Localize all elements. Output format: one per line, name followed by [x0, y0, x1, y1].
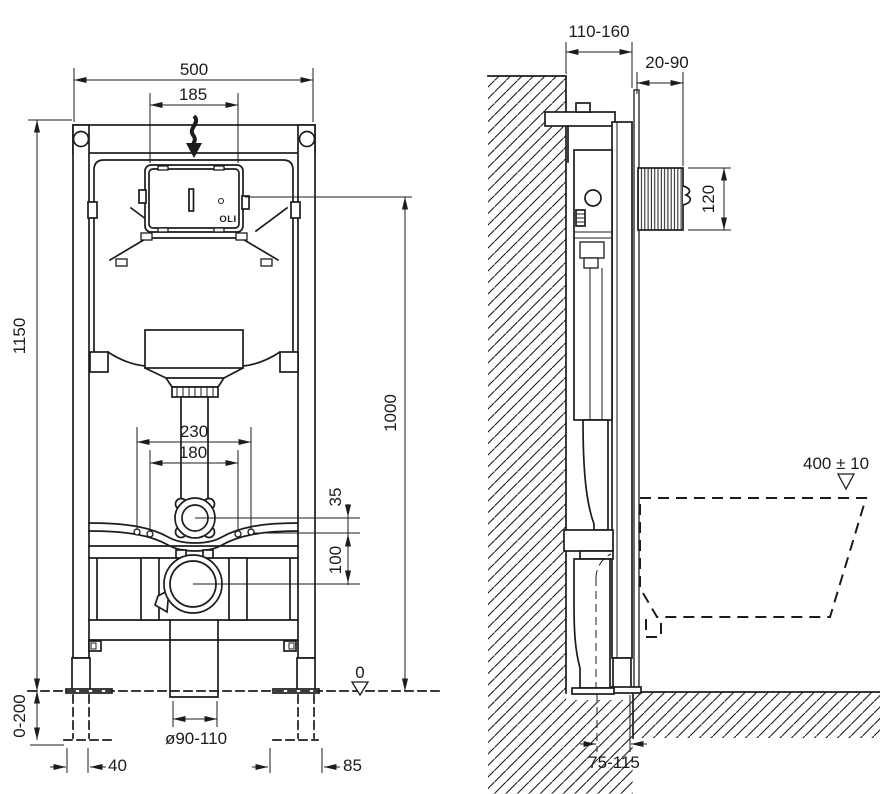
dim-left-leg: 40 [50, 748, 127, 775]
mounting-bracket [88, 522, 299, 552]
dim-flush-pipe-offset: 35 [326, 488, 345, 507]
datum-label: 0 [355, 663, 364, 682]
dim-foot-adjustment: 0-200 [10, 691, 64, 746]
box-slot [188, 188, 195, 212]
frame-hole-left [72, 130, 90, 148]
floor-datum-marker: 0 [350, 663, 370, 697]
dim-waste-diameter: ø90-110 [165, 701, 227, 748]
cistern [87, 159, 301, 373]
water-inlet [584, 189, 602, 207]
svg-text:500: 500 [180, 60, 208, 79]
datum-level-icon [836, 473, 856, 491]
waste-outlet [153, 549, 223, 614]
cistern-lower-panel [144, 329, 244, 369]
dim-fixing-inner: 180 [149, 443, 239, 530]
dim-waste-offset: 100 [326, 546, 345, 574]
adjustable-feet [63, 657, 320, 741]
svg-text:1150: 1150 [10, 318, 29, 355]
dim-outlet-distance: 75-115 [580, 694, 647, 772]
dim-overall-width: 500 [73, 60, 314, 122]
side-view: 400 ± 10 110-160 20-90 120 75-115 [487, 22, 880, 794]
svg-text:1000: 1000 [381, 394, 400, 432]
dim-installation-depth: 110-160 [565, 22, 633, 88]
svg-text:180: 180 [179, 443, 207, 462]
water-inlet-arrow-icon [186, 114, 202, 158]
dim-fixing-outer: 230 [136, 422, 252, 530]
box-latch-right [241, 195, 250, 210]
dim-frame-height: 1150 [10, 119, 72, 691]
toilet-bowl-outline [639, 497, 868, 638]
svg-text:230: 230 [180, 422, 208, 441]
svg-text:ø90-110: ø90-110 [165, 729, 227, 748]
svg-text:400 ± 10: 400 ± 10 [803, 454, 869, 473]
floor-section [632, 691, 880, 739]
bowl-support-and-outlet [563, 529, 615, 695]
svg-text:120: 120 [699, 185, 718, 213]
dim-bowl-rim-height: 400 ± 10 [803, 454, 869, 491]
wall-section [487, 75, 633, 794]
svg-text:85: 85 [343, 756, 362, 775]
dim-plate-center-height: 100 0 [245, 196, 412, 691]
svg-text:40: 40 [108, 756, 127, 775]
svg-text:0-200: 0-200 [10, 694, 29, 737]
svg-text:185: 185 [179, 85, 207, 104]
inspection-box: OLI [138, 164, 250, 233]
svg-text:110-160: 110-160 [568, 22, 629, 41]
dim-wall-finish: 20-90 [636, 53, 689, 166]
oli-logo: OLI [219, 214, 236, 225]
dim-shaft-height: 120 [688, 167, 731, 231]
fixing-hole [234, 530, 242, 538]
dim-right-leg: 85 [252, 748, 362, 775]
fixing-hole [146, 530, 154, 538]
cistern-side [573, 149, 613, 531]
wall-bracket [544, 102, 616, 163]
dim-flush-and-waste-offsets: 35 100 [193, 488, 360, 585]
front-view: OLI [10, 60, 443, 775]
datum-level-icon [350, 681, 370, 697]
box-latch-left [138, 189, 147, 204]
dim-plate-cutout-width: 185 [149, 85, 239, 163]
frame-hole-right [298, 130, 316, 148]
inspection-shaft [637, 167, 692, 231]
flush-pipe [143, 366, 245, 501]
svg-text:75-115: 75-115 [588, 753, 640, 772]
svg-text:20-90: 20-90 [645, 53, 688, 72]
